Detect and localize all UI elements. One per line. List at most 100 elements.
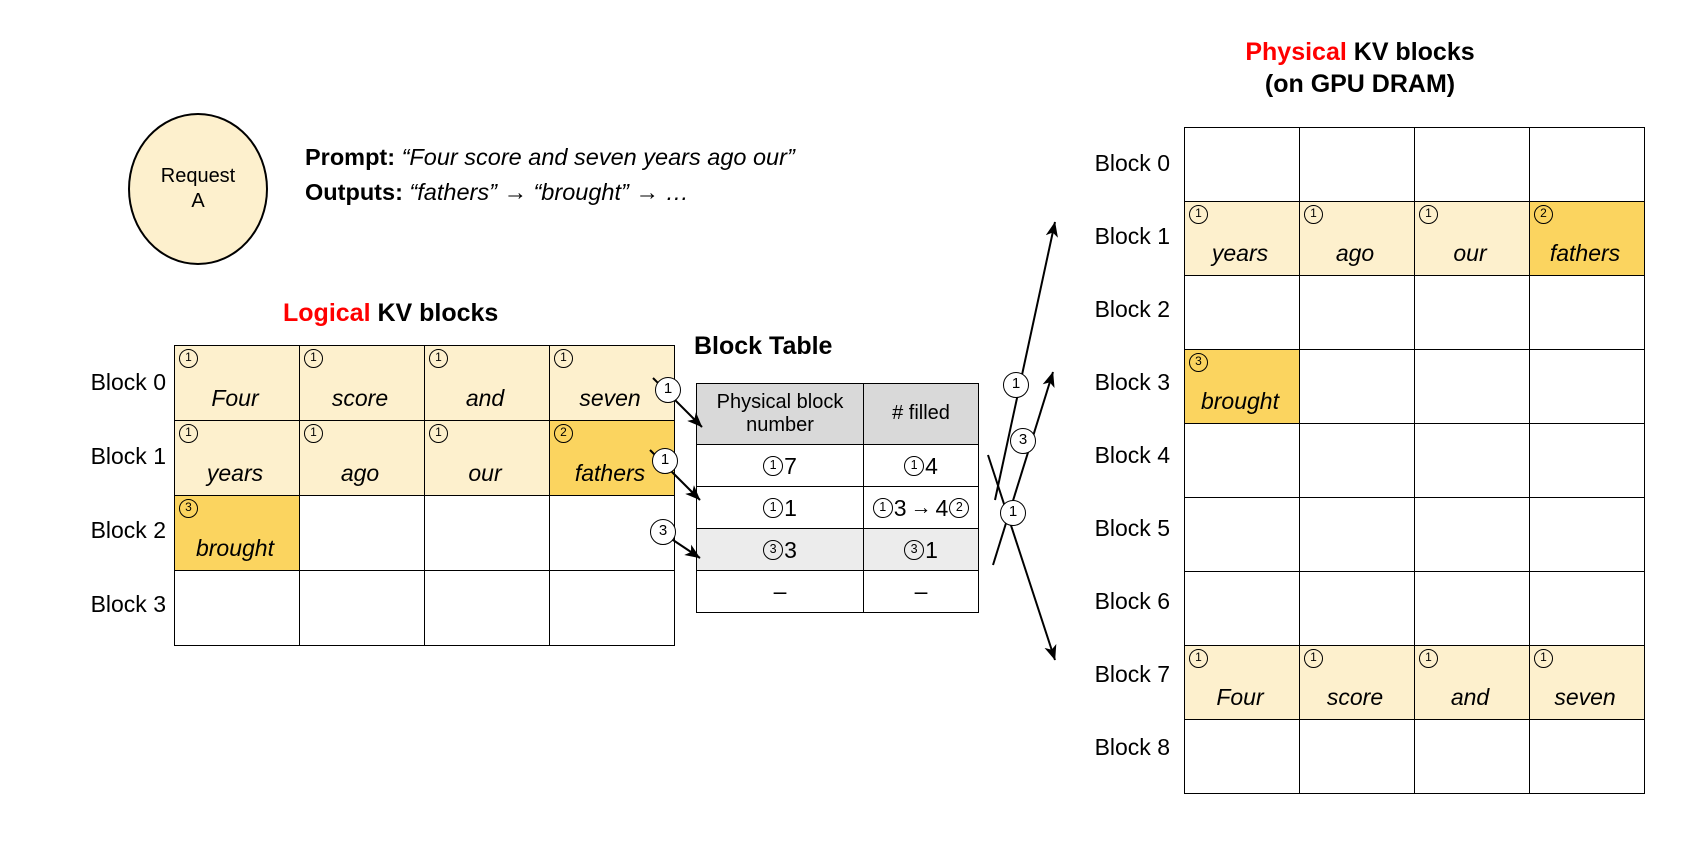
step-badge: 1 xyxy=(1304,649,1323,668)
physical-cell-inner xyxy=(1300,276,1414,349)
logical-row xyxy=(174,570,675,646)
physical-cell xyxy=(1299,571,1415,646)
physical-title-line1: Physical KV blocks xyxy=(1130,36,1590,68)
physical-cell-inner xyxy=(1185,720,1299,793)
logical-cell-inner xyxy=(425,571,549,645)
physical-title-subtitle: (on GPU DRAM) xyxy=(1264,70,1456,98)
physical-cell-inner xyxy=(1300,424,1414,497)
step-badge: 3 xyxy=(179,499,198,518)
step-badge: 1 xyxy=(1534,649,1553,668)
physical-row-label: Block 7 xyxy=(1094,661,1170,687)
arrow-step-badge-logical-3: 3 xyxy=(650,519,676,545)
physical-cell-inner xyxy=(1415,350,1529,423)
logical-cell-inner xyxy=(550,571,674,645)
request-bubble: Request A xyxy=(128,113,268,265)
outputs-value: “fathers” → “brought” → … xyxy=(409,179,689,206)
physical-cell-inner xyxy=(1415,720,1529,793)
physical-kv-title: Physical KV blocks (on GPU DRAM) xyxy=(1130,36,1590,100)
step-badge: 1 xyxy=(872,498,893,519)
token-text: brought xyxy=(195,535,274,561)
physical-cell-inner xyxy=(1415,276,1529,349)
physical-cell-inner xyxy=(1185,498,1299,571)
step-badge: 3 xyxy=(904,540,925,561)
physical-title-highlight: Physical xyxy=(1245,38,1347,66)
block-table-title: Block Table xyxy=(694,332,833,360)
physical-cell-inner xyxy=(1530,276,1644,349)
physical-cell-inner xyxy=(1185,128,1299,201)
block-table-num-filled-value: 4 xyxy=(925,452,938,479)
block-table-physical-number-value: – xyxy=(773,578,787,604)
logical-title-highlight: Logical xyxy=(283,299,371,327)
physical-row-label: Block 1 xyxy=(1094,223,1170,249)
step-badge: 1 xyxy=(1419,205,1438,224)
physical-row-label: Block 0 xyxy=(1094,150,1170,176)
block-table-row: –– xyxy=(696,570,979,613)
step-badge: 1 xyxy=(554,349,573,368)
logical-cell: 3 brought xyxy=(174,495,300,571)
block-table-num-filled-value: – xyxy=(914,578,928,604)
token-text: fathers xyxy=(574,460,646,486)
step-badge: 1 xyxy=(1304,205,1323,224)
block-table-head: Physical block number # filled xyxy=(696,383,979,445)
step-badge: 2 xyxy=(949,498,970,519)
block-table-physical-number: – xyxy=(696,570,864,613)
physical-cell-inner xyxy=(1415,498,1529,571)
physical-cell-inner xyxy=(1415,424,1529,497)
arrow-blocktable-to-physical-1 xyxy=(994,221,1058,501)
logical-cell-inner xyxy=(300,496,424,570)
physical-cell xyxy=(1184,127,1300,202)
step-badge: 2 xyxy=(1534,205,1553,224)
logical-row-label: Block 0 xyxy=(90,369,166,395)
physical-cell xyxy=(1414,423,1530,498)
physical-cell-inner xyxy=(1530,128,1644,201)
physical-row-label: Block 8 xyxy=(1094,734,1170,760)
block-table-num-filled-value-updated: 4 xyxy=(935,494,949,521)
step-badge: 1 xyxy=(1189,205,1208,224)
physical-cell-inner xyxy=(1415,128,1529,201)
physical-cell xyxy=(1414,571,1530,646)
physical-cell-inner xyxy=(1530,498,1644,571)
arrow-blocktable-to-physical-3 xyxy=(992,371,1055,566)
arrow-step-badge-physical-7: 1 xyxy=(1000,500,1026,526)
physical-row-label: Block 6 xyxy=(1094,588,1170,614)
logical-row: 3 brought xyxy=(174,495,675,571)
physical-cell-inner xyxy=(1185,572,1299,645)
block-table-num-filled-content: – xyxy=(915,578,928,605)
physical-cell xyxy=(1184,423,1300,498)
physical-cell xyxy=(1529,719,1645,794)
physical-cell xyxy=(1299,719,1415,794)
token-text: our xyxy=(1453,240,1487,266)
prompt-outputs-block: Prompt: “Four score and seven years ago … xyxy=(305,140,795,211)
physical-cell xyxy=(1529,497,1645,572)
transition-arrow-icon: → xyxy=(910,496,932,520)
physical-cell-inner xyxy=(1185,276,1299,349)
logical-row-label: Block 3 xyxy=(90,591,166,617)
logical-kv-title: Logical KV blocks xyxy=(283,299,498,328)
physical-cell xyxy=(1529,127,1645,202)
